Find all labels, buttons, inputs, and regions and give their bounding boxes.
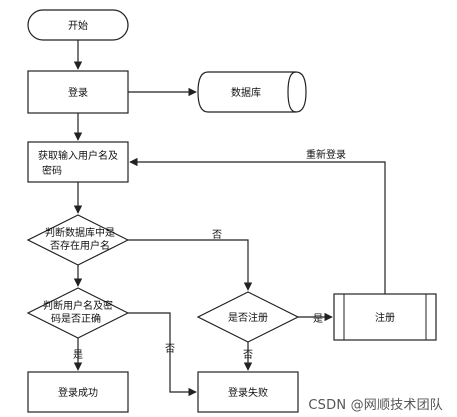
get-input-node: 获取输入用户名及 密码 <box>27 141 129 183</box>
login-fail-label: 登录失败 <box>228 386 268 399</box>
login-label: 登录 <box>68 86 88 99</box>
check-db-decision: 判断数据库中是 否存在用户名 <box>26 214 130 266</box>
start-label: 开始 <box>68 19 88 32</box>
get-input-label-line2: 密码 <box>42 164 62 177</box>
register-node: 注册 <box>333 293 437 341</box>
edge-label-no-pwd: 否 <box>165 343 175 355</box>
login-fail-node: 登录失败 <box>197 371 299 413</box>
login-node: 登录 <box>27 70 129 114</box>
start-node: 开始 <box>27 9 129 41</box>
edge-label-yes-register: 是 <box>313 313 323 325</box>
check-pwd-label-line2: 码是否正确 <box>51 312 101 325</box>
register-decision: 是否注册 <box>196 291 300 343</box>
login-success-label: 登录成功 <box>58 386 98 399</box>
edge-label-no-1: 否 <box>212 229 222 241</box>
get-input-label-line1: 获取输入用户名及 <box>38 149 118 162</box>
check-pwd-decision: 判断用户名及密 码是否正确 <box>26 287 130 339</box>
check-db-label-line2: 否存在用户名 <box>50 239 110 252</box>
database-node: 数据库 <box>197 71 307 113</box>
watermark: CSDN @网顺技术团队 <box>308 398 443 413</box>
login-success-node: 登录成功 <box>27 371 129 413</box>
register-decision-label: 是否注册 <box>228 311 268 324</box>
edge-checkpwd-no <box>128 312 197 397</box>
edge-label-relogin: 重新登录 <box>306 148 346 161</box>
database-label: 数据库 <box>231 86 261 99</box>
edge-label-yes-pwd: 是 <box>73 349 83 361</box>
check-db-label-line1: 判断数据库中是 <box>45 226 115 239</box>
edge-label-no-register: 否 <box>243 349 253 361</box>
edge-relogin <box>129 157 386 294</box>
edge-checkdb-no <box>128 239 253 291</box>
check-pwd-label-line1: 判断用户名及密 <box>43 299 113 312</box>
register-label: 注册 <box>375 311 395 324</box>
